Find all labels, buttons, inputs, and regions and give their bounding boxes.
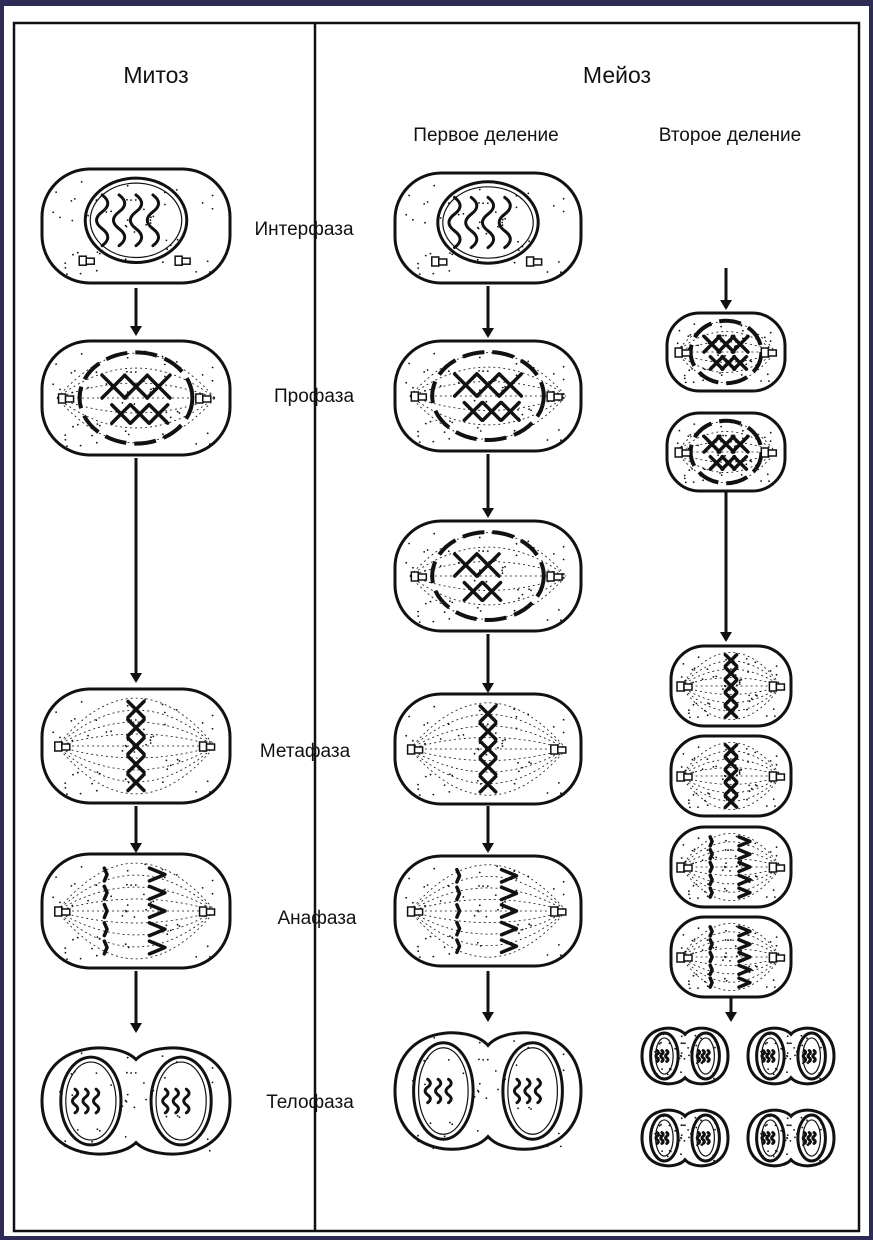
meiosis-header: Мейоз [583,62,651,89]
metaphase-cell [42,689,230,803]
anaphase-cell [671,827,791,907]
phase-label-metaphase: Метафаза [260,741,350,763]
metaphase-cell [671,646,791,726]
telophase-cell [395,1033,581,1150]
diagram-panel: Митоз Мейоз Первое деление Второе делени… [4,6,869,1236]
telophase-cell [42,1048,230,1154]
phase-label-interphase: Интерфаза [254,219,353,241]
anaphase-cell [671,917,791,997]
prophase-cell [395,341,581,451]
prophase-cell [667,413,785,491]
cell-division-diagram [4,6,869,1236]
telophase-cell [642,1028,728,1084]
phase-label-prophase: Профаза [274,386,354,408]
prophase-cell [667,313,785,391]
second-division-header: Второе деление [659,125,801,147]
interphase-cell [395,173,581,283]
metaphase-cell [395,694,581,804]
telophase-cell [748,1110,834,1166]
interphase-cell [42,169,230,283]
telophase-cell [748,1028,834,1084]
anaphase-cell [42,854,230,968]
prophase-cell [42,341,230,455]
late-prophase-cell [395,521,581,631]
phase-label-telophase: Телофаза [266,1092,354,1114]
telophase-cell [642,1110,728,1166]
first-division-header: Первое деление [413,125,558,147]
metaphase-cell [671,736,791,816]
mitosis-header: Митоз [123,62,188,89]
phase-label-anaphase: Анафаза [278,908,357,930]
anaphase-cell [395,856,581,966]
